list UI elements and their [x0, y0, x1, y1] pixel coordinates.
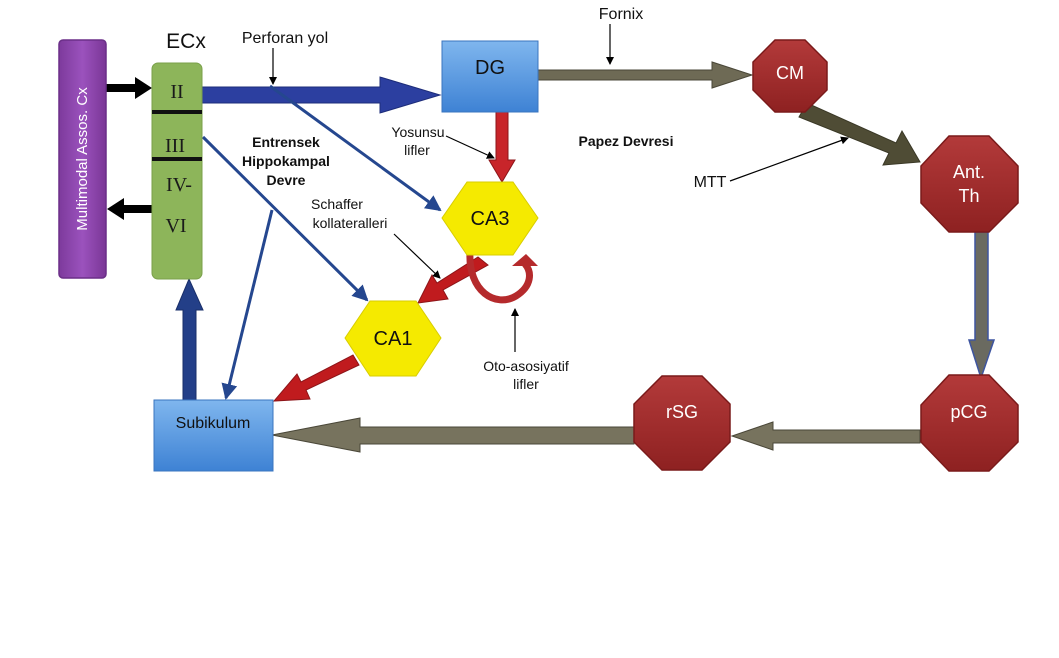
ant-th-octagon	[920, 135, 1019, 233]
pcg-octagon	[920, 374, 1019, 472]
schaffer-pointer	[393, 233, 441, 279]
mtt-arrow	[798, 102, 921, 166]
schaffer-label-line1: Schaffer	[311, 196, 363, 212]
rsg-to-subikulum-arrow	[271, 417, 635, 453]
ca1-label: CA1	[374, 328, 413, 350]
dg-label: DG	[475, 57, 505, 79]
perforant-path-arrow	[201, 76, 442, 114]
cm-octagon	[752, 39, 828, 113]
yosunsu-pointer	[445, 135, 495, 159]
dg-box	[441, 40, 539, 113]
ecx-layer-iv-label: IV-	[166, 174, 192, 196]
oto-label-line2: lifler	[513, 376, 539, 392]
iii-to-subikulum-arrow	[221, 209, 274, 400]
ant-th-label-line1: Ant.	[953, 162, 985, 182]
oto-label-line1: Oto-asosiyatif	[483, 358, 569, 374]
subikulum-to-ecx-arrow	[175, 277, 204, 401]
mtt-label: MTT	[694, 174, 727, 191]
mtt-pointer	[729, 136, 849, 182]
mossy-fiber-arrow	[488, 110, 516, 183]
subikulum-box	[153, 399, 274, 472]
cm-label: CM	[776, 63, 804, 83]
fornix-label: Fornix	[599, 6, 643, 23]
multimodal-assoc-cortex-label: Multimodal Assos. Cx	[74, 87, 91, 231]
subikulum-label: Subikulum	[176, 415, 251, 432]
ecx-column	[151, 62, 203, 280]
pcg-to-rsg-arrow	[730, 421, 921, 451]
rsg-label: rSG	[666, 402, 698, 422]
ecx-layer-vi-label: VI	[165, 215, 186, 237]
auto-associative-loop-arrow	[466, 251, 538, 304]
ca3-label: CA3	[471, 208, 510, 230]
pcg-label: pCG	[950, 402, 987, 422]
ecx-title: ECx	[166, 30, 206, 53]
iii-to-ca1-arrow	[201, 135, 369, 302]
ecx-layer-ii-label: II	[170, 81, 183, 103]
rsg-octagon	[633, 375, 731, 471]
yosunsu-label-line1: Yosunsu	[391, 124, 444, 140]
entrensek-label-line2: Hippokampal	[242, 153, 330, 169]
ecx-layer-iii-label: III	[165, 135, 185, 157]
ant-th-label-line2: Th	[958, 186, 979, 206]
fornix-arrow	[537, 61, 754, 89]
multimodal-to-ecx-arrow	[106, 77, 152, 99]
entrensek-label-line1: Entrensek	[252, 134, 320, 150]
multimodal-assoc-cortex-box	[58, 39, 107, 279]
entrensek-label-line3: Devre	[267, 172, 306, 188]
ant-th-to-pcg-arrow	[967, 231, 996, 381]
ca1-to-subikulum-arrow	[272, 354, 360, 402]
ecx-to-multimodal-arrow	[107, 198, 153, 220]
schaffer-label-line2: kollateralleri	[313, 215, 388, 231]
ca1-hexagon	[344, 300, 442, 377]
yosunsu-label-line2: lifler	[404, 142, 430, 158]
ca3-hexagon	[441, 181, 539, 256]
papez-label: Papez Devresi	[579, 133, 674, 149]
perforan-label: Perforan yol	[242, 30, 328, 47]
ii-to-ca3-arrow	[269, 84, 442, 212]
